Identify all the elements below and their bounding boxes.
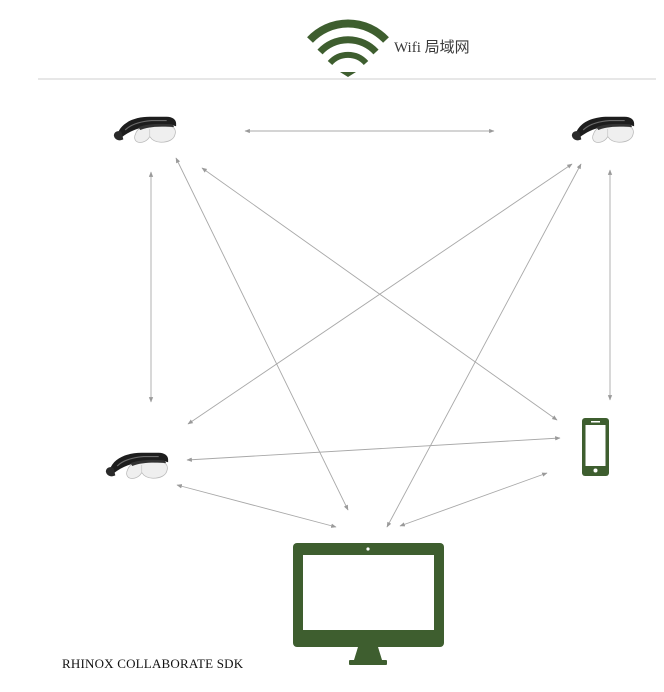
connection-headset-tr-to-desktop	[386, 163, 582, 528]
connection-headset-bl-to-smartphone	[186, 436, 561, 462]
network-label: Wifi 局域网	[394, 40, 470, 56]
connections	[148, 128, 613, 528]
ar-glasses-icon	[105, 452, 169, 480]
ar-glasses-icon	[113, 116, 177, 144]
connection-headset-bl-to-desktop	[176, 484, 337, 528]
smartphone-icon	[582, 418, 609, 476]
sdk-title: RHINOX COLLABORATE SDK	[62, 656, 244, 671]
wifi-icon	[307, 19, 389, 77]
connection-headset-tr-to-headset-bl	[187, 163, 573, 425]
connection-smartphone-to-desktop	[399, 472, 548, 527]
monitor-icon	[293, 543, 444, 665]
ar-glasses-icon	[571, 116, 635, 144]
